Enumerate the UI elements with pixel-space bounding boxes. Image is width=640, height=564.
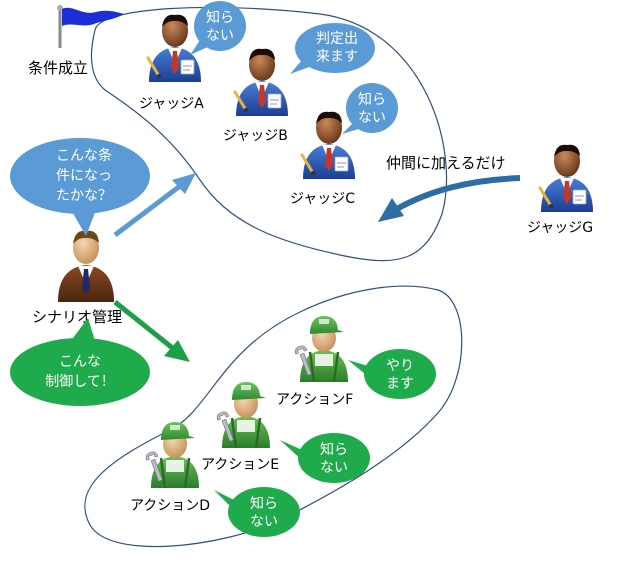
bubble-manager-question-line2: 件になっ [56,168,112,184]
bubble-action-d-line1: 知ら [250,495,278,512]
bubble-action-e-line2: ない [320,460,348,476]
bubble-judge-c-line1: 知ら [358,91,386,108]
bubble-manager-control: こんな 制御して！ [10,318,150,406]
judge-a-label: ジャッジA [139,96,204,112]
bubble-judge-a-line2: ない [206,28,234,44]
bubble-action-f: やり ます [348,349,436,399]
arrow-to-judges [113,173,196,237]
goal-flag-icon [57,5,124,48]
action-e-label: アクションE [201,457,279,473]
manager-label: シナリオ管理 [32,308,122,326]
join-label: 仲間に加えるだけ [386,154,506,172]
judge-g-icon [538,143,595,214]
bubble-action-d-line2: ない [250,514,278,530]
bubble-judge-c: 知ら ない [342,83,398,134]
bubble-judge-c-line2: ない [358,110,386,126]
judge-b-label: ジャッジB [223,128,288,144]
arrow-to-actions [113,300,190,362]
bubble-manager-question: こんな条 件になっ たかな？ [10,138,150,236]
bubble-action-f-line2: ます [386,376,414,392]
bubble-judge-b-line2: 来ます [316,49,358,65]
action-d-icon [143,420,201,490]
manager-icon [58,230,114,302]
bubble-manager-question-line1: こんな条 [56,147,112,164]
judge-c-icon [300,110,357,181]
bubble-judge-b: 判定出 来ます [290,23,375,74]
bubble-manager-control-line2: 制御して！ [45,374,115,390]
action-f-label: アクションF [276,392,353,408]
bubble-action-f-line1: やり [386,358,414,374]
action-e-icon [214,380,272,450]
judge-a-icon [146,13,203,84]
action-f-icon [292,314,350,384]
judge-g-label: ジャッジG [527,220,593,236]
bubble-judge-a: 知ら ない [190,1,246,55]
bubble-action-e: 知ら ない [280,433,370,483]
bubble-manager-control-line1: こんな [59,354,101,370]
bubble-judge-b-line1: 判定出 [316,31,358,47]
judge-b-icon [233,47,290,118]
action-group-outline [84,285,463,548]
judge-c-label: ジャッジC [290,191,355,207]
goal-label: 条件成立 [28,59,88,77]
bubble-action-e-line1: 知ら [320,441,348,458]
arrow-join-group [378,175,521,222]
bubble-judge-a-line1: 知ら [206,9,234,26]
judge-group-outline [90,6,448,262]
action-d-label: アクションD [130,498,210,514]
bubble-manager-question-line3: たかな？ [56,188,112,204]
bubble-action-d: 知ら ない [214,487,300,537]
